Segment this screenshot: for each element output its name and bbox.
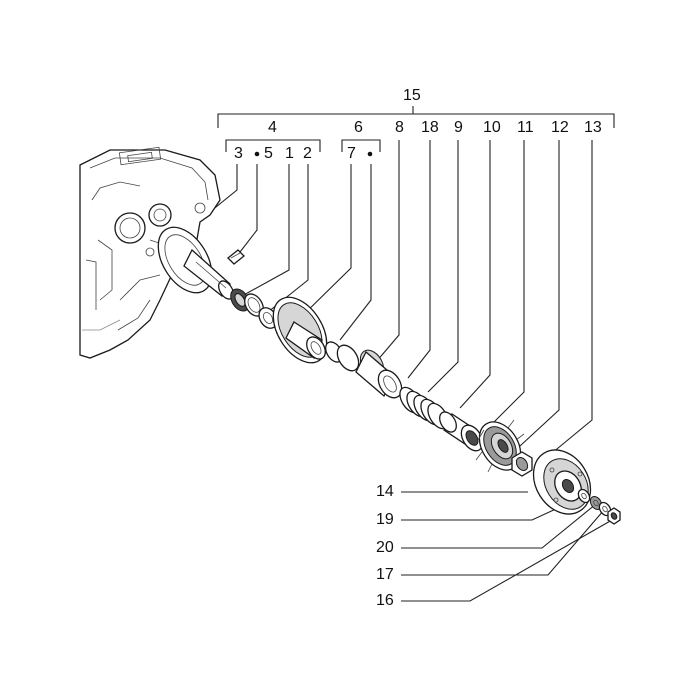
callout-17: 17 (376, 566, 394, 583)
callout-14: 14 (376, 483, 394, 500)
spring-cup (439, 411, 484, 452)
callout-2: 2 (303, 145, 312, 162)
callout-3: 3 (234, 145, 243, 162)
clutch-nut (511, 451, 533, 477)
dot-marker (367, 151, 373, 157)
callout-15: 15 (403, 87, 421, 104)
leader-lines (189, 140, 613, 602)
callout-19: 19 (376, 511, 394, 528)
drive-pulley-half (157, 226, 234, 300)
callout-11: 11 (517, 119, 534, 136)
hex-nut (607, 507, 621, 525)
bracket-6 (341, 139, 381, 152)
callout-7: 7 (347, 145, 356, 162)
bracket-4 (225, 139, 321, 152)
callout-16: 16 (376, 592, 394, 609)
callout-9: 9 (454, 119, 463, 136)
callout-1: 1 (285, 145, 294, 162)
o-ring (325, 341, 360, 372)
callout-20: 20 (376, 539, 394, 556)
washer (577, 488, 591, 504)
callout-10: 10 (483, 119, 501, 136)
movable-sleeve (355, 349, 403, 399)
callout-4: 4 (268, 119, 277, 136)
bearing (230, 288, 250, 312)
driven-pulley-fixed-half (272, 296, 328, 364)
callout-18: 18 (421, 119, 439, 136)
screw (227, 249, 245, 265)
crankcase (79, 146, 221, 359)
callout-8: 8 (395, 119, 404, 136)
bracket-15 (217, 106, 615, 128)
callout-12: 12 (551, 119, 569, 136)
clutch-assembly (475, 419, 525, 473)
callout-6: 6 (354, 119, 363, 136)
dot-marker (254, 151, 260, 157)
spring (399, 386, 449, 430)
callout-13: 13 (584, 119, 602, 136)
clutch-bell (532, 449, 592, 515)
callout-5: 5 (264, 145, 273, 162)
